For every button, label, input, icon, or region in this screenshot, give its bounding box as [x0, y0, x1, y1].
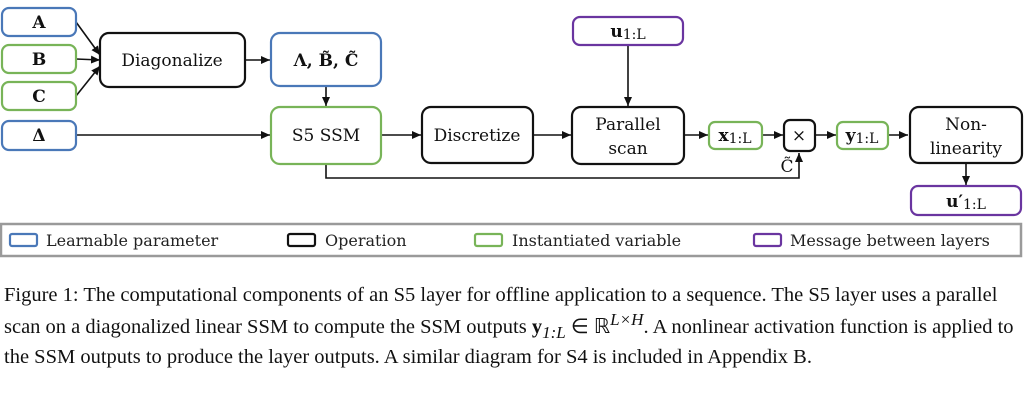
node-y-label: y1:L — [845, 126, 879, 147]
svg-text:Message between layers: Message between layers — [790, 231, 990, 250]
caption-text-2: . A nonlinear activation function is app… — [4, 315, 1014, 368]
svg-text:B: B — [32, 50, 46, 70]
edge-a-diagonalize — [75, 21, 101, 56]
node-y: y1:L — [835, 120, 890, 151]
legend-item-learnable: Learnable parameter — [8, 231, 219, 250]
caption-math-sup: L×H — [610, 309, 644, 329]
figure-caption: Figure 1: The computational components o… — [4, 283, 1022, 369]
node-discretize: Discretize — [420, 105, 535, 165]
node-x: x1:L — [707, 120, 764, 151]
node-a: A — [0, 6, 78, 38]
node-u-in: u1:L — [571, 15, 685, 47]
node-u-out: u′1:L — [909, 184, 1023, 217]
node-parallel-scan: Parallel scan — [570, 105, 686, 166]
svg-text:Learnable parameter: Learnable parameter — [46, 231, 219, 250]
caption-math-y: y — [531, 315, 543, 338]
svg-text:Operation: Operation — [325, 231, 407, 250]
edge-b-diagonalize — [75, 55, 101, 64]
svg-text:scan: scan — [608, 139, 647, 159]
legend: Learnable parameter Operation Instantiat… — [0, 222, 1023, 258]
edge-c-diagonalize — [75, 65, 101, 97]
node-delta: Δ — [0, 119, 78, 152]
svg-text:Discretize: Discretize — [434, 126, 521, 146]
node-b: B — [0, 43, 78, 75]
svg-text:A: A — [31, 13, 46, 33]
node-u-out-label: u′1:L — [946, 192, 986, 213]
edge-s5-multiply-ctilde — [325, 153, 803, 179]
node-multiply: × — [782, 118, 817, 153]
caption-math-in: ∈ ℝ — [565, 315, 611, 338]
svg-text:linearity: linearity — [930, 139, 1002, 159]
svg-text:×: × — [792, 126, 806, 146]
svg-text:Non-: Non- — [945, 115, 987, 135]
node-c: C — [0, 80, 78, 112]
svg-text:Δ: Δ — [32, 126, 45, 146]
ctilde-edge-label: C̃ — [780, 157, 793, 177]
svg-text:Λ, B̃, C̃: Λ, B̃, C̃ — [293, 51, 359, 71]
legend-item-operation: Operation — [286, 231, 407, 250]
svg-text:Diagonalize: Diagonalize — [121, 51, 222, 71]
node-u-in-label: u1:L — [610, 22, 645, 43]
node-x-label: x1:L — [718, 126, 751, 147]
svg-text:Parallel: Parallel — [595, 115, 660, 135]
svg-text:Instantiated variable: Instantiated variable — [512, 231, 681, 250]
s5-layer-diagram: A B C Δ Diagonalize Discretize Parallel … — [0, 6, 1024, 258]
svg-text:C: C — [32, 87, 46, 107]
node-s5-ssm: S5 SSM — [269, 105, 383, 166]
node-lambda-btilde-ctilde: Λ, B̃, C̃ — [269, 31, 383, 88]
legend-item-instantiated: Instantiated variable — [473, 231, 681, 250]
caption-text-1: Figure 1: The computational components o… — [4, 284, 998, 338]
node-diagonalize: Diagonalize — [98, 31, 247, 89]
caption-math-sub: 1:L — [542, 322, 566, 342]
svg-text:S5 SSM: S5 SSM — [292, 126, 360, 146]
legend-frame — [0, 222, 1023, 258]
node-nonlinearity: Non- linearity — [908, 105, 1024, 165]
edges — [75, 21, 970, 185]
legend-item-message: Message between layers — [752, 231, 990, 250]
